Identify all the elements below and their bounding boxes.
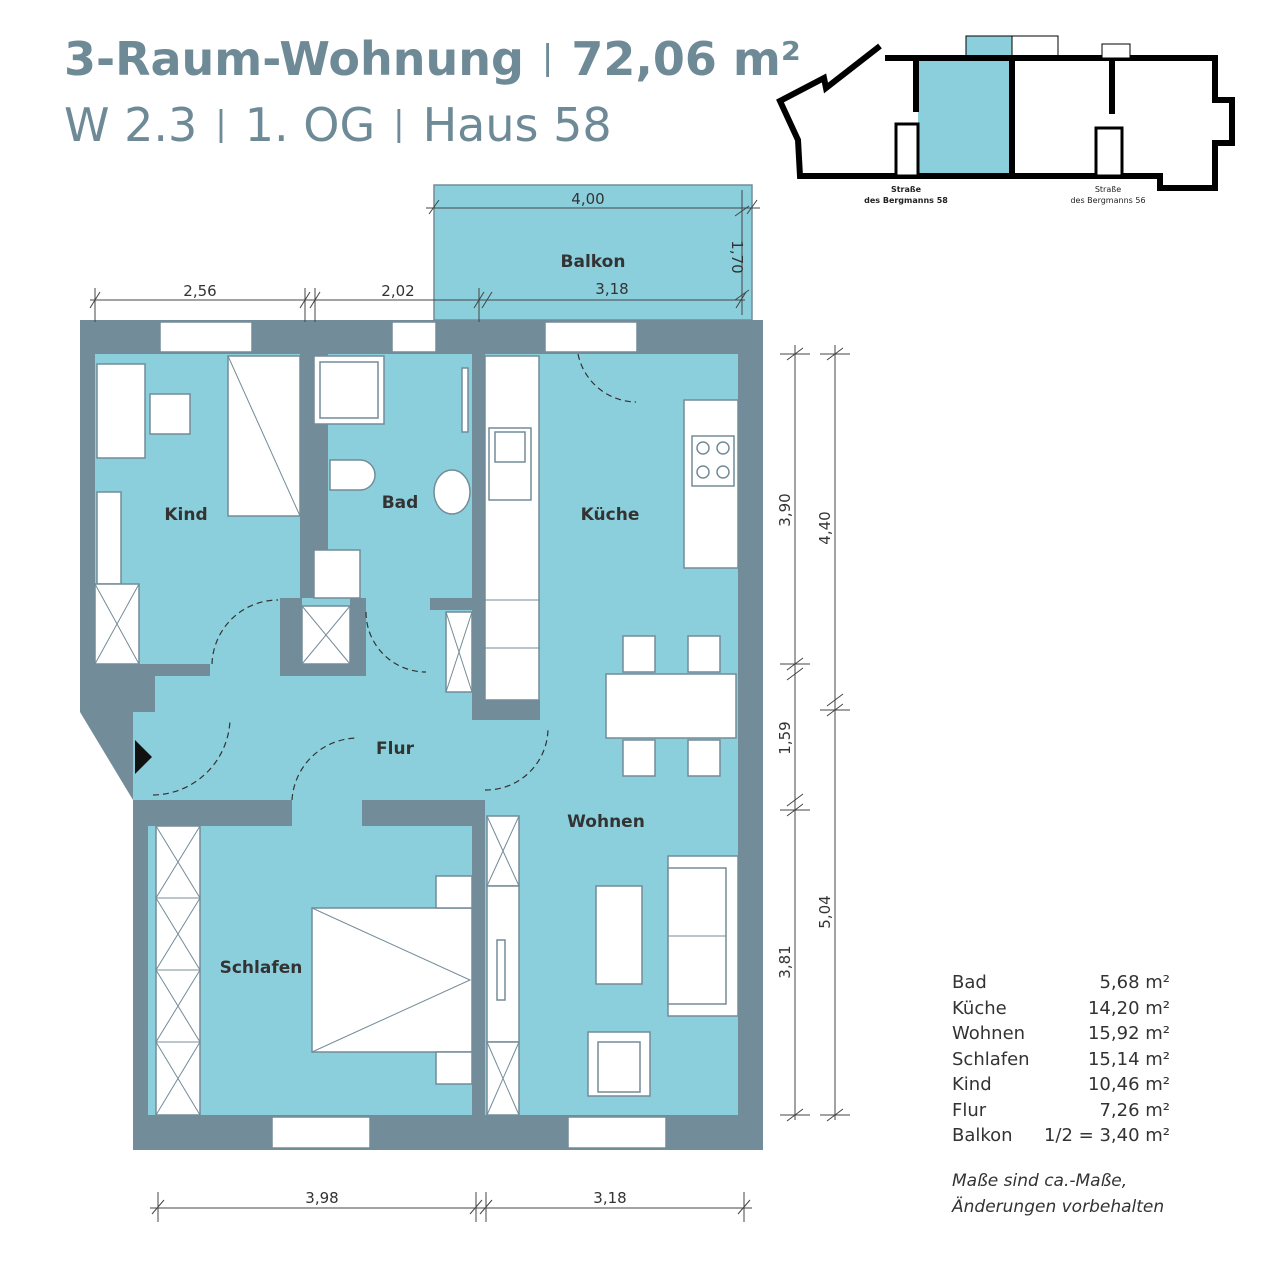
separator: | [393, 104, 405, 144]
dimension-label: 4,00 [571, 190, 604, 208]
disclaimer-note: Maße sind ca.-Maße, Änderungen vorbehalte… [952, 1168, 1164, 1220]
dimension-label: 3,90 [776, 493, 794, 526]
desk [96, 363, 146, 459]
area-value: 5,68 m² [1099, 972, 1170, 993]
room-area [95, 354, 738, 664]
separator: | [215, 104, 227, 144]
dimension-label: 1,70 [728, 240, 746, 273]
page-title: 3-Raum-Wohnung | 72,06 m² [64, 32, 801, 86]
window [159, 321, 253, 353]
window [567, 1116, 667, 1149]
toilet [329, 459, 376, 491]
window [391, 321, 437, 353]
wardrobe [486, 885, 520, 1043]
separator: | [541, 38, 554, 78]
entrance-arrow-icon [135, 740, 152, 774]
room-label-bad: Bad [382, 493, 419, 513]
sink [433, 469, 471, 515]
floor-label: 1. OG [244, 98, 376, 152]
room-label-flur: Flur [376, 739, 415, 759]
note-line: Änderungen vorbehalten [952, 1197, 1165, 1217]
window [271, 1116, 371, 1149]
area-room: Küche [952, 997, 1007, 1019]
area-room: Bad [952, 972, 987, 993]
double-bed [311, 907, 473, 1053]
dimension-label: 4,40 [816, 511, 834, 544]
keyplan-highlight [918, 60, 1012, 178]
dimension-label: 1,59 [776, 721, 794, 754]
area-row: Schlafen 15,14 m² [952, 1049, 1170, 1075]
dimension-label: 2,02 [381, 282, 414, 300]
area-value: 1/2 = 3,40 m² [1043, 1125, 1170, 1146]
dimension-label: 3,18 [595, 280, 628, 298]
area-room: Flur [952, 1099, 987, 1121]
dimension-lines [89, 190, 850, 1222]
area-room: Kind [952, 1074, 992, 1095]
dining-table [605, 673, 737, 739]
dimension-label: 3,81 [776, 945, 794, 978]
keyplan-label: Straße [891, 185, 922, 194]
coffee-table [595, 885, 643, 985]
area-row: Flur 7,26 m² [952, 1100, 1170, 1126]
house-label: Haus 58 [422, 98, 612, 152]
dimension-label: 3,18 [593, 1189, 626, 1207]
area-row: Kind 10,46 m² [952, 1074, 1170, 1100]
keyplan-label: Straße [1095, 185, 1121, 194]
window [544, 321, 638, 353]
area-value: 7,26 m² [1099, 1099, 1170, 1121]
key-plan: Straße des Bergmanns 58 Straße des Bergm… [776, 35, 1235, 205]
chair [149, 393, 191, 435]
room-label-kind: Kind [164, 505, 207, 525]
area-value: 15,92 m² [1087, 1023, 1170, 1044]
note-line: Maße sind ca.-Maße, [952, 1171, 1128, 1191]
keyplan-label: des Bergmanns 56 [1070, 196, 1145, 205]
dimension-label: 3,98 [305, 1189, 338, 1207]
title-text: 3-Raum-Wohnung [64, 32, 524, 86]
dimension-label: 5,04 [816, 895, 834, 928]
room-label-schlafen: Schlafen [220, 958, 303, 978]
page-subtitle: W 2.3 | 1. OG | Haus 58 [64, 98, 612, 152]
area-value: 15,14 m² [1087, 1048, 1170, 1070]
area-room: Wohnen [952, 1023, 1026, 1044]
area-row: Wohnen 15,92 m² [952, 1023, 1170, 1049]
room-label-kueche: Küche [581, 505, 640, 525]
room-label-balkon: Balkon [561, 252, 626, 272]
area-room: Balkon [952, 1125, 1013, 1146]
unit-number: W 2.3 [64, 98, 198, 152]
keyplan-label: des Bergmanns 58 [864, 196, 948, 205]
area-value: 10,46 m² [1087, 1074, 1170, 1095]
kitchen-counter [484, 355, 540, 701]
dimension-label: 2,56 [183, 282, 216, 300]
area-room: Schlafen [952, 1048, 1030, 1070]
room-label-wohnen: Wohnen [567, 812, 645, 832]
area-row: Küche 14,20 m² [952, 998, 1170, 1024]
area-row: Bad 5,68 m² [952, 972, 1170, 998]
area-value: 14,20 m² [1087, 997, 1170, 1019]
area-row: Balkon 1/2 = 3,40 m² [952, 1125, 1170, 1151]
total-area: 72,06 m² [571, 32, 801, 86]
